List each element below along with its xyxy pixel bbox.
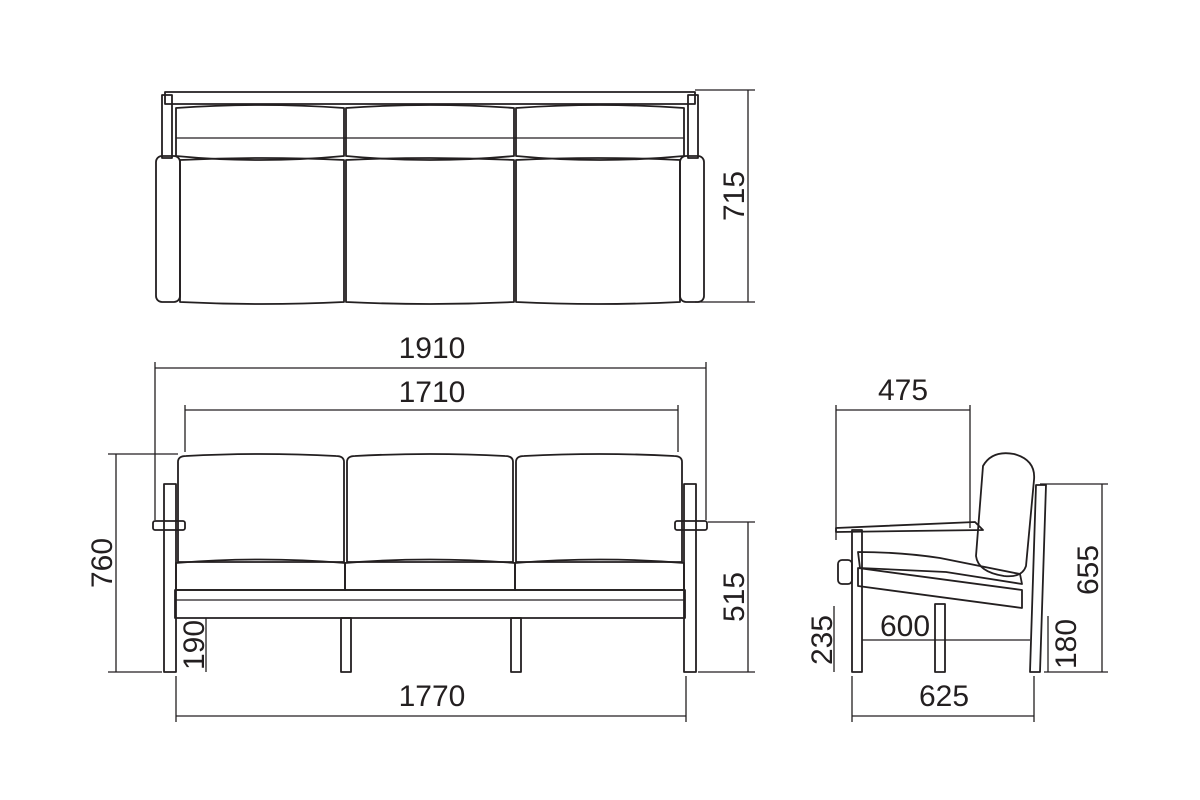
top-view bbox=[155, 91, 705, 305]
dim-leg-height: 190 bbox=[178, 618, 211, 672]
label-180: 180 bbox=[1050, 619, 1083, 669]
dim-side-seat-height: 235 bbox=[806, 606, 839, 672]
front-back-cushion-1 bbox=[177, 453, 345, 563]
front-left-post bbox=[163, 483, 177, 673]
front-seat-cushion-3 bbox=[514, 558, 685, 591]
side-middle-leg bbox=[934, 603, 946, 673]
dim-side-inner-depth: 600 bbox=[862, 610, 1030, 643]
top-back-cushion-1 bbox=[175, 104, 345, 161]
front-back-cushion-3 bbox=[515, 453, 683, 563]
front-leg-middle-left bbox=[340, 617, 352, 673]
label-625: 625 bbox=[919, 680, 969, 713]
label-190: 190 bbox=[178, 620, 211, 670]
top-seat-cushion-3 bbox=[515, 157, 681, 305]
label-655: 655 bbox=[1072, 545, 1105, 595]
front-right-armrest bbox=[674, 520, 708, 531]
label-1710: 1710 bbox=[399, 376, 466, 409]
top-back-rail bbox=[164, 91, 696, 105]
label-715: 715 bbox=[718, 171, 751, 221]
dim-side-depth: 625 bbox=[851, 676, 1035, 722]
top-back-cushion-3 bbox=[515, 104, 685, 161]
dim-overall-width: 1910 bbox=[154, 332, 707, 520]
dim-base-width: 1770 bbox=[175, 676, 687, 722]
side-seat-cushion bbox=[857, 551, 1023, 585]
label-760: 760 bbox=[86, 538, 119, 588]
dim-top-depth: 715 bbox=[695, 89, 755, 303]
front-back-cushion-2 bbox=[346, 453, 514, 563]
front-seat-rail bbox=[174, 589, 686, 619]
front-left-armrest bbox=[152, 520, 186, 531]
top-left-arm bbox=[155, 155, 181, 303]
side-cushion-edge bbox=[837, 559, 853, 585]
top-left-post bbox=[161, 94, 173, 159]
top-seat-cushion-2 bbox=[345, 157, 515, 305]
label-1770: 1770 bbox=[399, 680, 466, 713]
dim-front-height: 760 bbox=[86, 453, 178, 673]
front-leg-middle-right bbox=[510, 617, 522, 673]
label-475: 475 bbox=[878, 374, 928, 407]
dim-inner-width: 1710 bbox=[184, 376, 679, 452]
label-515: 515 bbox=[718, 572, 751, 622]
front-seat-cushion-1 bbox=[175, 558, 346, 591]
dim-side-seat-depth: 475 bbox=[835, 374, 971, 540]
front-right-post bbox=[683, 483, 697, 673]
top-back-cushion-2 bbox=[345, 104, 515, 161]
dim-side-height: 655 bbox=[1040, 483, 1108, 673]
dim-side-leg-height: 180 bbox=[1047, 616, 1083, 672]
side-back-cushion bbox=[975, 452, 1036, 578]
label-1910: 1910 bbox=[399, 332, 466, 365]
dim-arm-height: 515 bbox=[698, 521, 755, 673]
label-235: 235 bbox=[806, 615, 839, 665]
top-right-arm bbox=[679, 155, 705, 303]
side-front-post bbox=[851, 529, 863, 673]
front-seat-cushion-2 bbox=[344, 558, 516, 591]
side-view bbox=[835, 452, 1047, 673]
side-seat-frame bbox=[857, 567, 1023, 609]
top-right-post bbox=[687, 94, 699, 159]
side-back-post bbox=[1029, 484, 1047, 673]
label-600: 600 bbox=[880, 610, 930, 643]
top-seat-cushion-1 bbox=[179, 157, 345, 305]
front-view bbox=[152, 453, 708, 673]
